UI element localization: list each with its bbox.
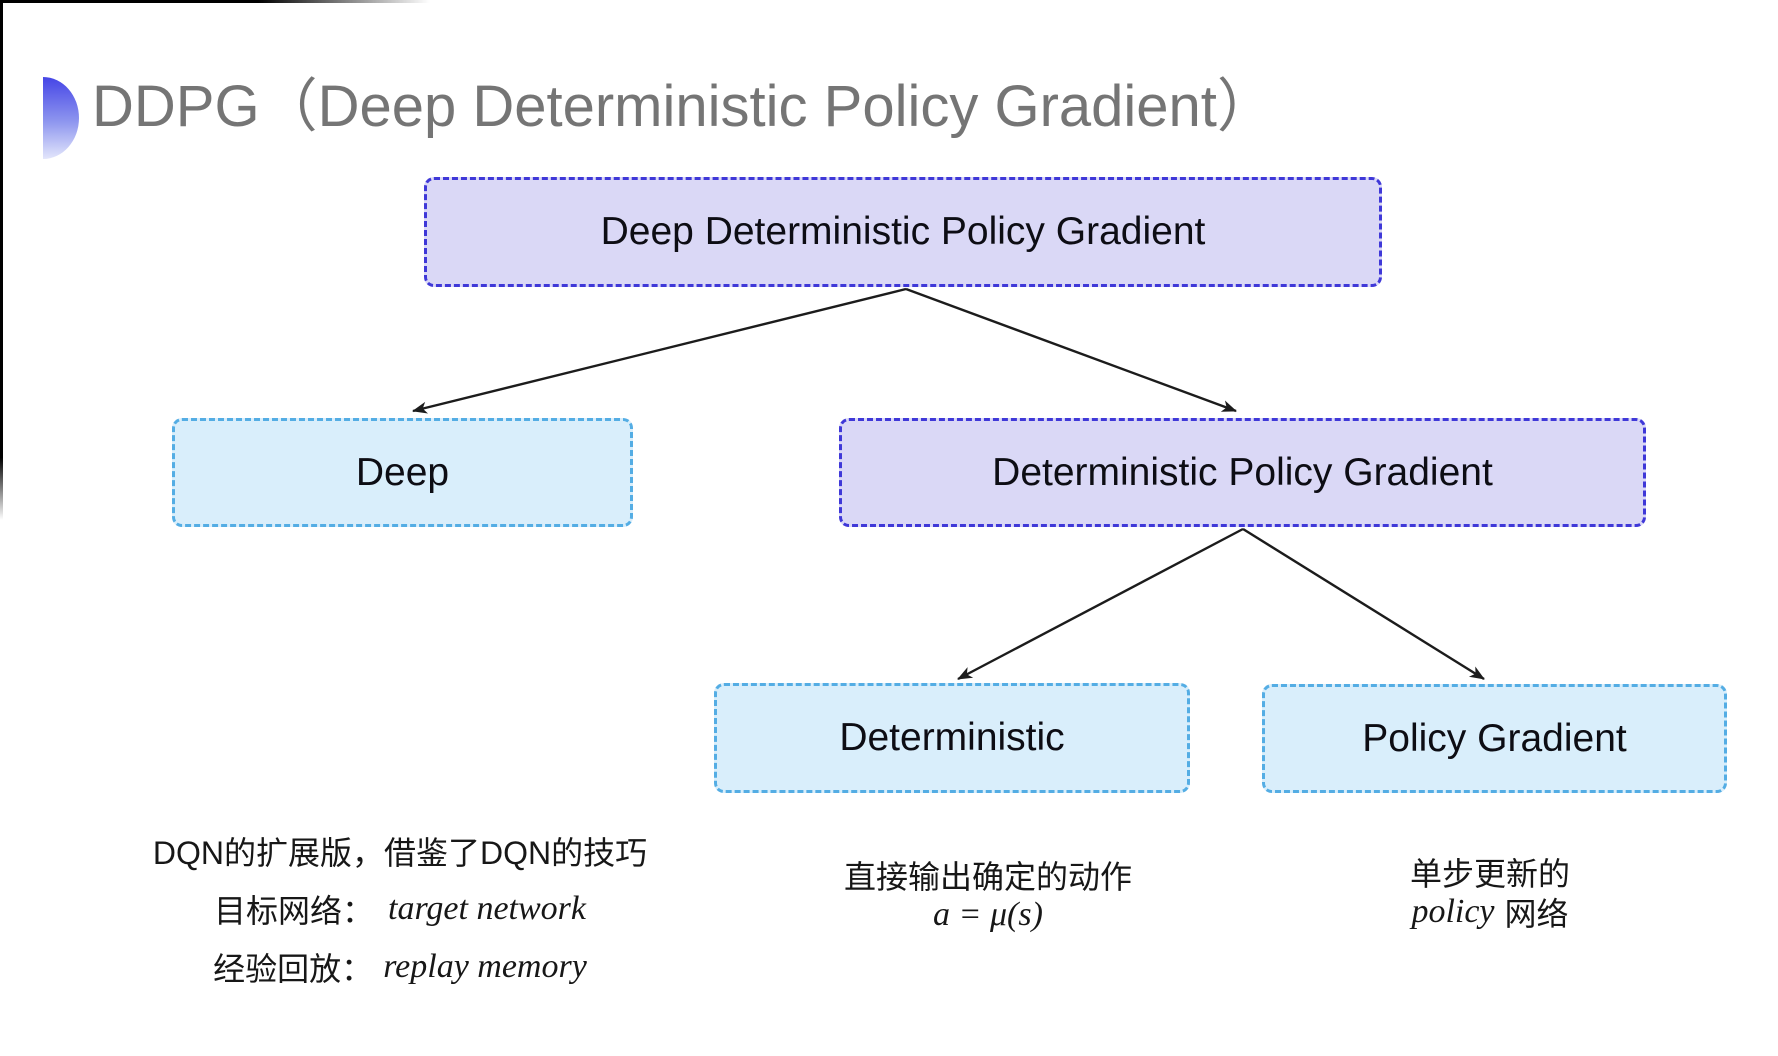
note-term: replay memory: [383, 948, 587, 985]
half-circle-bullet-icon: [43, 77, 79, 159]
note-policy-gradient: 单步更新的 policy 网络: [1270, 852, 1710, 932]
note-line: DQN的扩展版，借鉴了DQN的技巧: [110, 822, 690, 880]
note-text: 直接输出确定的动作: [843, 859, 1132, 895]
note-text: 网络: [1504, 896, 1569, 932]
note-line: 目标网络： target network: [110, 880, 690, 938]
page-title: DDPG（Deep Deterministic Policy Gradient）: [92, 74, 1275, 139]
note-line: a = μ(s): [768, 895, 1208, 935]
note-line: 直接输出确定的动作: [768, 855, 1208, 895]
node-policy-gradient: Policy Gradient: [1262, 684, 1727, 793]
note-term: target network: [388, 890, 586, 927]
node-deterministic: Deterministic: [714, 683, 1190, 793]
note-deterministic: 直接输出确定的动作 a = μ(s): [768, 855, 1208, 935]
note-label: 目标网络：: [213, 893, 374, 929]
node-label: Deterministic: [839, 716, 1065, 759]
window-edge-left: [0, 0, 3, 520]
window-edge-top: [0, 0, 430, 3]
equation: a = μ(s): [933, 896, 1043, 933]
note-text: DQN的扩展版，借鉴了DQN的技巧: [152, 835, 648, 871]
note-text: 单步更新的: [1409, 856, 1570, 892]
node-label: Deep Deterministic Policy Gradient: [600, 210, 1206, 253]
node-label: Deep: [355, 450, 450, 494]
note-deep: DQN的扩展版，借鉴了DQN的技巧 目标网络： target network 经…: [110, 822, 690, 996]
node-label: Policy Gradient: [1362, 716, 1627, 760]
node-deep: Deep: [172, 418, 633, 527]
node-deep-deterministic-policy-gradient: Deep Deterministic Policy Gradient: [424, 177, 1382, 287]
node-label: Deterministic Policy Gradient: [992, 450, 1493, 494]
note-line: 经验回放： replay memory: [110, 938, 690, 996]
note-label: 经验回放：: [213, 951, 374, 987]
node-deterministic-policy-gradient: Deterministic Policy Gradient: [839, 418, 1646, 527]
note-line: 单步更新的: [1270, 852, 1710, 892]
note-term: policy: [1411, 893, 1495, 930]
note-line: policy 网络: [1270, 892, 1710, 932]
